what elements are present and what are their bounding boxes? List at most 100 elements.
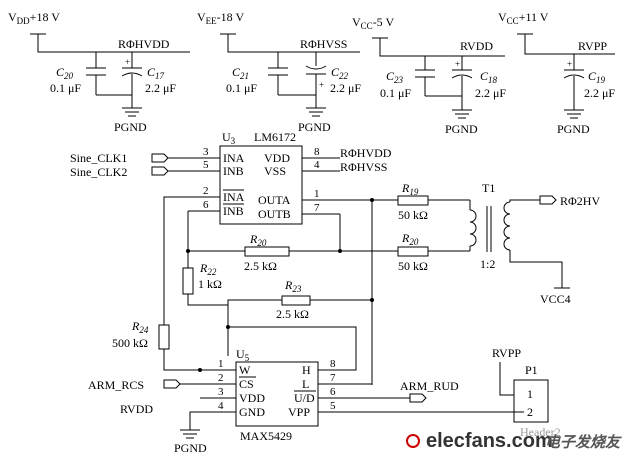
ic-u5-part: MAX5429 — [240, 429, 292, 443]
u5-pin-1-num: 1 — [218, 358, 224, 370]
cap-c17-value: 2.2 μF — [145, 81, 176, 95]
r24-value: 500 kΩ — [112, 336, 148, 350]
supply-vdd-block: VDD+18 V RΦHVDD C20 0.1 μF + C17 2.2 μF … — [8, 10, 190, 134]
cap-c22-polarity: + — [319, 80, 324, 90]
r24-ref: R24 — [131, 319, 149, 335]
u3-pin-8-num: 8 — [314, 146, 320, 158]
r20a-value: 2.5 kΩ — [244, 259, 277, 273]
net-rphvdd-u3: RΦHVDD — [340, 146, 392, 160]
header-p1: RVPP P1 1 2 Header2 — [492, 346, 561, 439]
u5-pin-w: W — [239, 363, 251, 377]
r23-ref: R23 — [284, 278, 302, 294]
u5-pin-2-num: 2 — [218, 372, 224, 384]
header-pin-1: 1 — [527, 387, 533, 401]
u3-pin-outa: OUTA — [258, 193, 291, 207]
net-rvdd-u5: RVDD — [120, 402, 153, 416]
transformer-ref: T1 — [482, 181, 495, 195]
u5-pin-5-num: 5 — [330, 400, 336, 412]
gnd-label-1: PGND — [114, 120, 147, 134]
r23-value: 2.5 kΩ — [276, 307, 309, 321]
cap-c20-ref: C20 — [56, 65, 74, 81]
resistor-bodies — [397, 195, 470, 257]
cap-c22-ref: C22 — [331, 65, 349, 81]
resistor-labels: R19 50 kΩ R20 2.5 kΩ R20 50 kΩ R22 1 kΩ … — [112, 181, 428, 350]
cap-c19-value: 2.2 μF — [584, 86, 615, 100]
r20b-ref: R20 — [401, 231, 419, 247]
u5-pin-6-num: 6 — [330, 386, 336, 398]
u5-pin-cs: CS — [239, 377, 254, 391]
u5-pin-l: L — [302, 377, 309, 391]
u3-pin-7-num: 7 — [314, 202, 320, 214]
net-rphvss-top: RΦHVSS — [300, 37, 347, 51]
u3-pin-3-num: 3 — [203, 146, 209, 158]
gnd-label-3: PGND — [445, 122, 478, 136]
net-rp2hv: RΦ2HV — [560, 194, 600, 208]
u3-pin-1-num: 1 — [314, 188, 320, 200]
cap-c17-polarity: + — [125, 57, 130, 67]
ic-u5-max5429: U5 MAX5429 1 2 3 4 W CS VDD GND H L U/D … — [180, 325, 524, 443]
u3-pin-4-num: 4 — [314, 159, 320, 171]
net-rphvdd-top: RΦHVDD — [118, 37, 170, 51]
r19-value: 50 kΩ — [398, 208, 428, 222]
net-arm-rcs: ARM_RCS — [88, 378, 144, 392]
u5-pin-7-num: 7 — [330, 372, 336, 384]
r22-ref: R22 — [199, 261, 217, 277]
cap-c18-value: 2.2 μF — [475, 86, 506, 100]
r19-ref: R19 — [401, 181, 419, 197]
watermark-logo-icon — [406, 434, 420, 448]
r22-value: 1 kΩ — [198, 277, 222, 291]
ic-u5-ref: U5 — [236, 347, 250, 363]
net-sine-clk1: Sine_CLK1 — [70, 151, 127, 165]
u3-pin-outb: OUTB — [258, 207, 291, 221]
header-name: Header2 — [520, 425, 561, 439]
net-vcc4: VCC4 — [540, 292, 571, 306]
net-rvdd-top: RVDD — [460, 39, 493, 53]
u5-pin-8-num: 8 — [330, 358, 336, 370]
u5-pin-ud: U/D — [294, 391, 315, 405]
gnd-label-2: PGND — [298, 120, 331, 134]
u5-pin-4-num: 4 — [218, 400, 224, 412]
u3-pin-inb: INB — [223, 164, 244, 178]
transformer-t1: T1 RΦ2HV 1:2 VCC4 — [469, 181, 600, 306]
r20a-ref: R20 — [249, 232, 267, 248]
sine-inputs: Sine_CLK1 Sine_CLK2 — [70, 151, 169, 179]
cap-c23-ref: C23 — [386, 69, 404, 85]
supply-vcc-pos-block: VCC+11 V RVPP + C19 2.2 μF PGND — [498, 10, 615, 136]
u3-pin-vdd: VDD — [264, 151, 290, 165]
watermark: elecfans.com 电子发烧友 — [406, 430, 622, 452]
cap-c21-ref: C21 — [232, 65, 249, 81]
ic-u3-part: LM6172 — [254, 130, 296, 144]
u5-pin-vdd: VDD — [239, 391, 265, 405]
net-rphvss-u3: RΦHVSS — [340, 160, 387, 174]
u5-pin-3-num: 3 — [218, 386, 224, 398]
gnd-label-5: PGND — [174, 441, 207, 455]
u3-pin-inb-bar: INB — [223, 204, 244, 218]
net-arm-rud: ARM_RUD — [400, 379, 459, 393]
cap-c19-ref: C19 — [588, 69, 606, 85]
u3-pin-ina: INA — [223, 151, 245, 165]
cap-c22-value: 2.2 μF — [330, 81, 361, 95]
net-rvpp-top: RVPP — [578, 39, 607, 53]
u3-pin-2-num: 2 — [203, 185, 209, 197]
ic-u3-ref: U3 — [222, 130, 236, 146]
transformer-ratio: 1:2 — [480, 257, 495, 271]
net-rvpp-p1: RVPP — [492, 346, 521, 360]
cap-c23-value: 0.1 μF — [380, 86, 411, 100]
ic-u3-lm6172: U3 LM6172 3 5 2 6 INA INB INA INB VDD VS… — [168, 130, 392, 225]
cap-c20-value: 0.1 μF — [50, 81, 81, 95]
u3-pin-ina-bar: INA — [223, 190, 245, 204]
header-pin-2: 2 — [527, 405, 533, 419]
gnd-label-4: PGND — [557, 122, 590, 136]
cap-c21-value: 0.1 μF — [226, 81, 257, 95]
cap-c17-ref: C17 — [147, 65, 165, 81]
u3-pin-vss: VSS — [264, 164, 286, 178]
supply-vee-label: VEE-18 V — [197, 10, 244, 26]
u3-pin-5-num: 5 — [203, 159, 209, 171]
watermark-brand: elecfans.com — [426, 430, 553, 452]
u3-pin-6-num: 6 — [203, 199, 209, 211]
r20b-value: 50 kΩ — [398, 259, 428, 273]
u5-pin-h: H — [302, 363, 311, 377]
feedback-wiring — [158, 196, 398, 385]
u5-nets: ARM_RCS RVDD ARM_RUD PGND — [88, 378, 459, 455]
supply-vcc-pos-label: VCC+11 V — [498, 10, 549, 26]
